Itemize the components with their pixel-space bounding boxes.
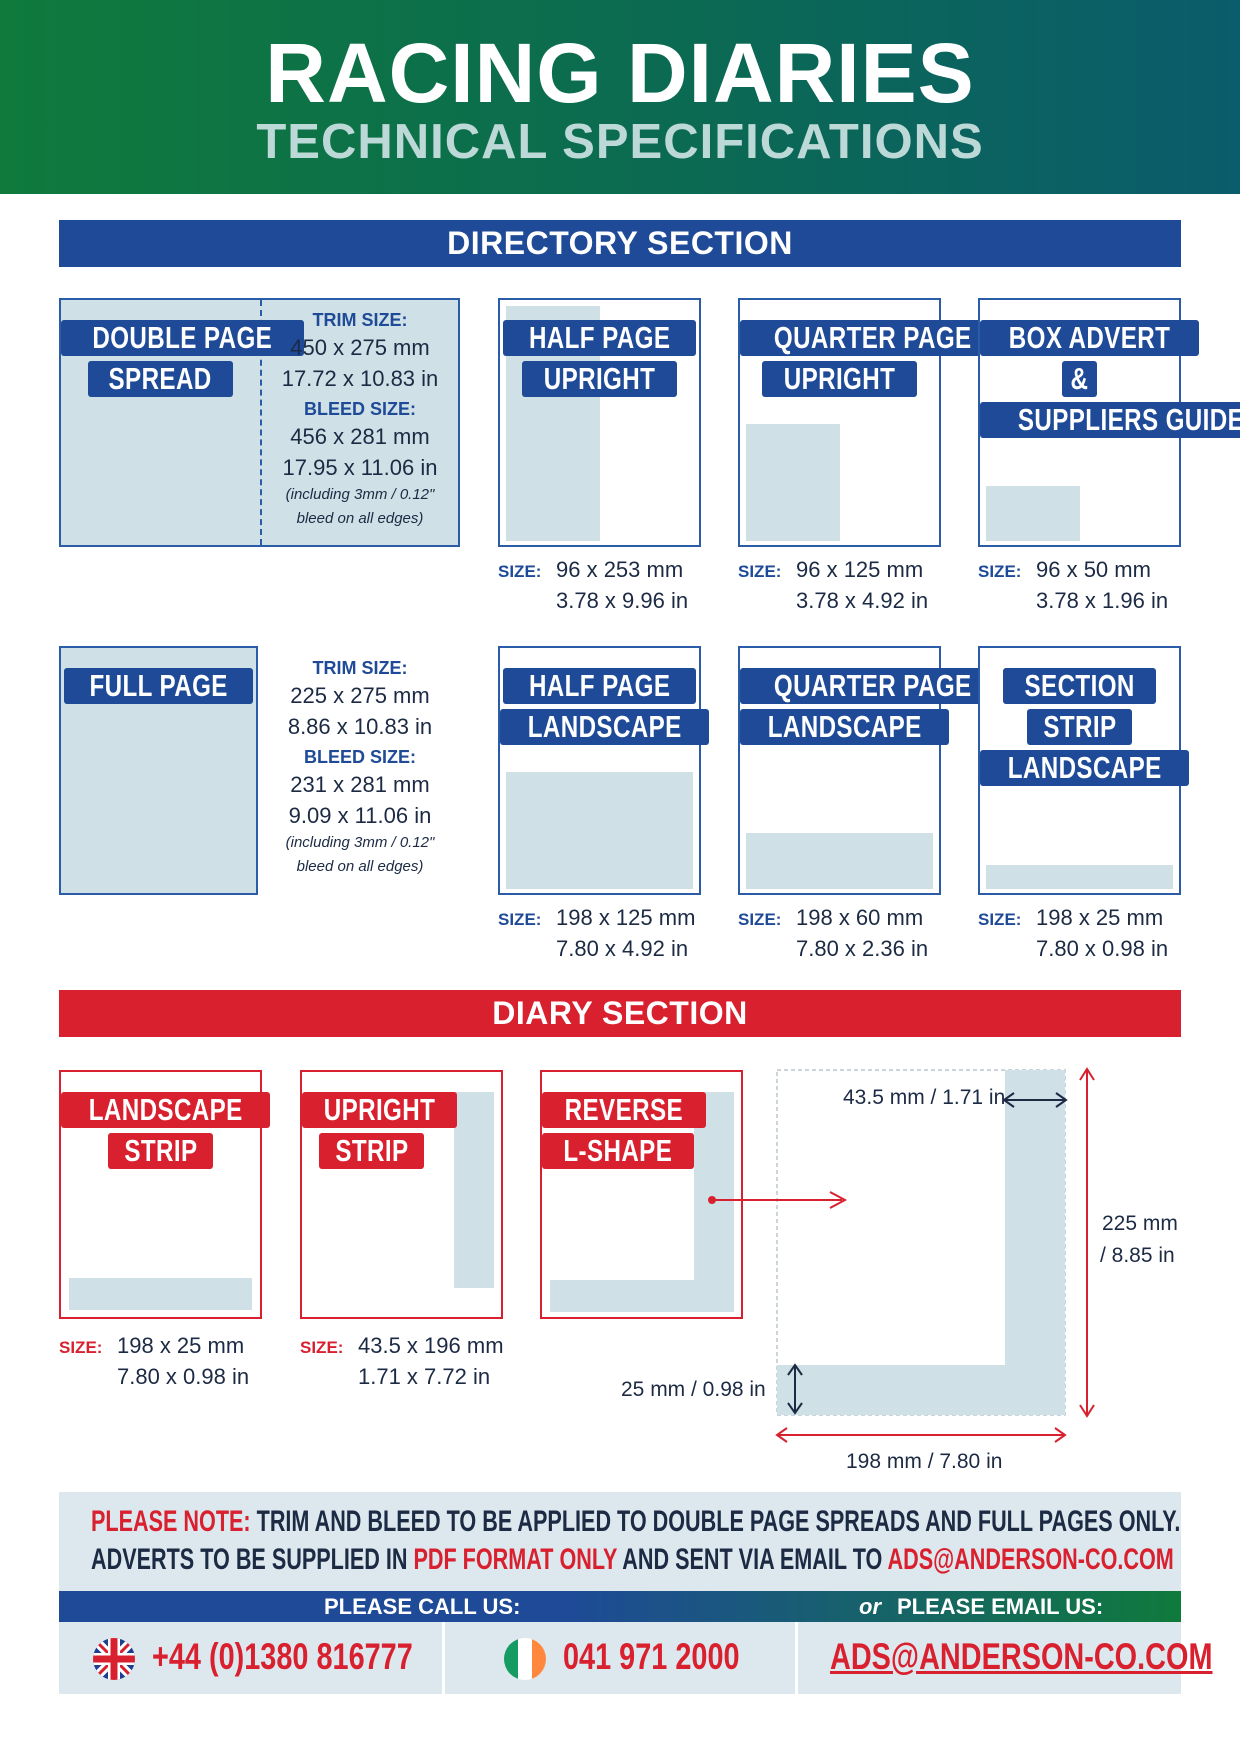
ad-label: QUARTER PAGE — [740, 668, 1006, 704]
ad-label: DOUBLE PAGE — [61, 320, 304, 356]
ad-label: LANDSCAPE — [740, 709, 950, 745]
page-subtitle: TECHNICAL SPECIFICATIONS — [256, 115, 984, 169]
divider — [442, 1622, 445, 1694]
directory-section-heading: DIRECTORY SECTION — [59, 220, 1181, 267]
ad-label: UPRIGHT — [762, 361, 917, 397]
header-banner: RACING DIARIES TECHNICAL SPECIFICATIONS — [0, 0, 1240, 194]
height-in-label: / 8.85 in — [1100, 1244, 1175, 1267]
note-line-1: TRIM AND BLEED TO BE APPLIED TO DOUBLE P… — [250, 1505, 1181, 1538]
uk-flag-icon — [93, 1638, 135, 1680]
half-page-landscape-box: HALF PAGE LANDSCAPE — [498, 646, 710, 895]
ad-area — [746, 424, 840, 541]
ad-label: L-SHAPE — [542, 1133, 694, 1169]
note-line-2: ADVERTS TO BE SUPPLIED IN — [91, 1543, 414, 1576]
ad-area — [746, 833, 933, 889]
l-shape-diagram — [708, 1067, 1095, 1443]
divider — [795, 1622, 798, 1694]
page-title: RACING DIARIES — [265, 26, 975, 120]
ad-label: BOX ADVERT — [980, 320, 1200, 356]
double-page-spread-box: DOUBLE PAGE SPREAD TRIM SIZE: 450 x 275 … — [59, 298, 460, 547]
quarter-page-upright-box: QUARTER PAGE UPRIGHT — [738, 298, 1006, 547]
ad-label: SPREAD — [88, 361, 233, 397]
contact-bar: PLEASE CALL US: or PLEASE EMAIL US: — [59, 1591, 1181, 1622]
upright-strip-box: UPRIGHT STRIP — [300, 1070, 503, 1319]
ad-label: SUPPLIERS GUIDE — [980, 402, 1240, 438]
ad-label: STRIP — [318, 1133, 425, 1169]
section-strip-landscape-box: SECTION STRIP LANDSCAPE — [978, 646, 1190, 895]
bottom-width-label: 198 mm / 7.80 in — [846, 1450, 1003, 1473]
uk-phone[interactable]: +44 (0)1380 816777 — [152, 1636, 413, 1677]
landscape-strip-box: LANDSCAPE STRIP — [59, 1070, 271, 1319]
ad-label: LANDSCAPE — [61, 1092, 271, 1128]
height-mm-label: 225 mm — [1102, 1212, 1178, 1235]
ad-label: REVERSE — [542, 1092, 706, 1128]
note-line-2b: AND SENT VIA EMAIL TO — [617, 1543, 888, 1576]
ad-area — [986, 865, 1173, 889]
note-pdf: PDF FORMAT ONLY — [413, 1543, 618, 1576]
email-link[interactable]: ADS@ANDERSON-CO.COM — [830, 1636, 1213, 1677]
half-page-upright-box: HALF PAGE UPRIGHT — [498, 298, 701, 547]
ad-label: & — [1062, 361, 1097, 397]
email-label: PLEASE EMAIL US: — [897, 1594, 1104, 1619]
ad-label: LANDSCAPE — [980, 750, 1190, 786]
spine-divider — [260, 300, 262, 545]
please-note-box: PLEASE NOTE: TRIM AND BLEED TO BE APPLIE… — [59, 1492, 1181, 1591]
ad-area — [69, 1278, 252, 1310]
box-advert-box: BOX ADVERT & SUPPLIERS GUIDE — [978, 298, 1240, 547]
or-label: or — [859, 1594, 881, 1619]
diary-section-heading: DIARY SECTION — [59, 990, 1181, 1037]
ad-label: STRIP — [1026, 709, 1133, 745]
uk-phone-cell[interactable]: +44 (0)1380 816777 — [59, 1622, 442, 1694]
call-label: PLEASE CALL US: — [324, 1594, 521, 1619]
ad-area — [506, 772, 693, 889]
ad-area — [550, 1280, 734, 1312]
ad-label: HALF PAGE — [502, 320, 697, 356]
ie-phone[interactable]: 041 971 2000 — [563, 1636, 740, 1677]
ad-label: SECTION — [1002, 668, 1157, 704]
ad-label: FULL PAGE — [63, 668, 254, 704]
full-page-box: FULL PAGE — [59, 646, 258, 895]
ad-label: LANDSCAPE — [500, 709, 710, 745]
ireland-flag-icon — [504, 1638, 546, 1680]
ad-label: QUARTER PAGE — [740, 320, 1006, 356]
double-page-specs: TRIM SIZE: 450 x 275 mm 17.72 x 10.83 in… — [281, 310, 439, 527]
note-email: ADS@ANDERSON-CO.COM — [887, 1543, 1174, 1576]
contact-details: +44 (0)1380 816777 041 971 2000 ADS@ANDE… — [59, 1622, 1212, 1694]
ad-label: STRIP — [107, 1133, 214, 1169]
strip-height-label: 25 mm / 0.98 in — [621, 1378, 766, 1401]
ad-label: UPRIGHT — [522, 361, 677, 397]
ad-area — [986, 486, 1080, 541]
ad-area — [454, 1092, 494, 1288]
ie-phone-cell[interactable]: 041 971 2000 — [445, 1622, 795, 1694]
ad-label: UPRIGHT — [302, 1092, 457, 1128]
reverse-l-shape-box: REVERSE L-SHAPE — [540, 1070, 743, 1319]
ad-label: HALF PAGE — [502, 668, 697, 704]
note-prefix: PLEASE NOTE: — [91, 1505, 251, 1538]
full-page-specs: TRIM SIZE: 225 x 275 mm 8.86 x 10.83 in … — [285, 658, 435, 875]
email-cell[interactable]: ADS@ANDERSON-CO.COM — [798, 1622, 1212, 1694]
quarter-page-landscape-box: QUARTER PAGE LANDSCAPE — [738, 646, 1006, 895]
top-width-label: 43.5 mm / 1.71 in — [843, 1086, 1006, 1109]
